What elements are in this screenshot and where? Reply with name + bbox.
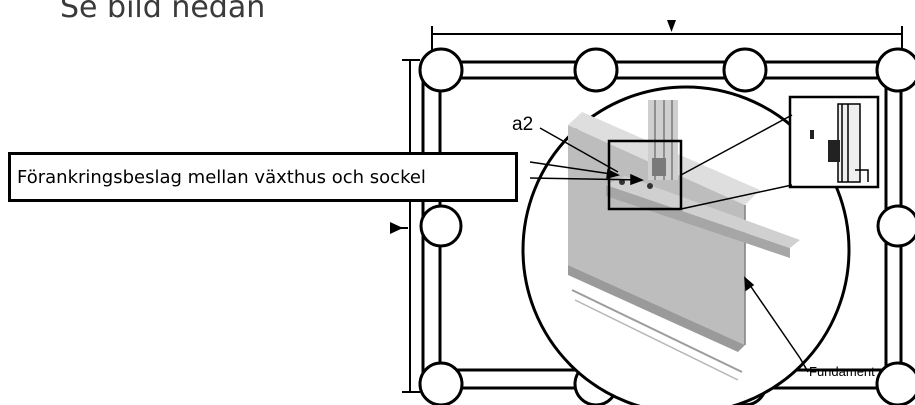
label-a2: a2 [512,114,533,135]
anchor-circle [875,47,915,93]
anchor-circle [419,204,463,248]
anchor-circle [418,47,464,93]
callout-label: Förankringsbeslag mellan växthus och soc… [17,166,426,188]
callout-box: Förankringsbeslag mellan växthus och soc… [8,152,518,202]
left-dimension-line [390,59,420,393]
anchor-circle [573,47,619,93]
leader-lines [529,114,809,373]
label-foundation: Fundament [809,364,875,379]
anchor-circle [722,47,768,93]
heading-text: Se bild nedan [60,0,266,25]
anchor-circle [875,361,915,405]
top-dimension-line [431,20,903,50]
zoom-inset-box [788,95,880,189]
anchor-circle [876,204,915,248]
anchor-circle [418,361,464,405]
